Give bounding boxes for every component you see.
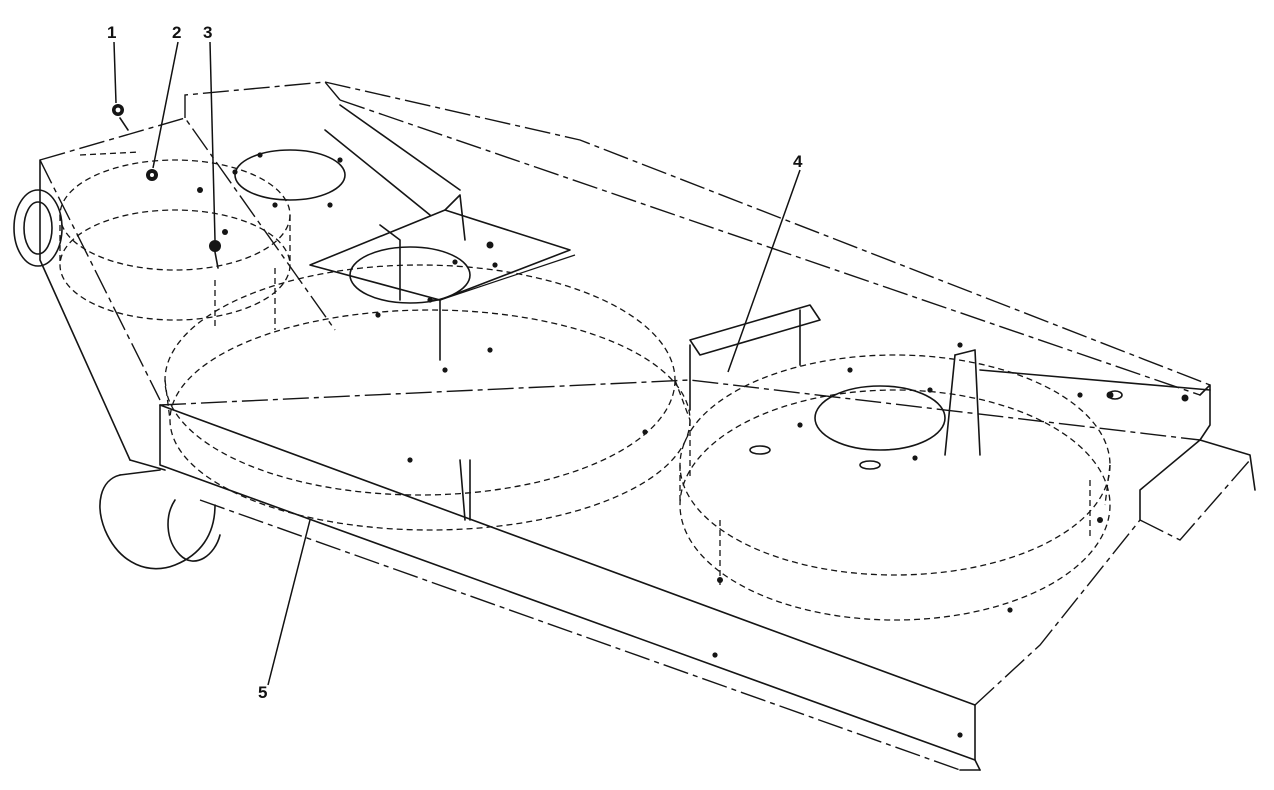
center-mount-bracket: [309, 104, 1211, 521]
deck-left-end-wall: [39, 81, 341, 471]
callout-leaders: [113, 41, 801, 686]
spindle-openings: [234, 149, 946, 451]
part-2-nut: [146, 169, 158, 181]
callout-5: 5: [258, 683, 267, 702]
deck-top-plate: [159, 81, 1211, 441]
callout-3: 3: [203, 23, 212, 42]
blade-housing-left: [59, 151, 291, 321]
bolt-holes: [197, 152, 1189, 738]
deck-bottom-flange: [199, 499, 981, 771]
blade-housing-right: [679, 354, 1111, 621]
callout-labels: 1 2 3 4 5: [107, 23, 803, 702]
callout-4: 4: [793, 152, 803, 171]
blade-housing-center: [164, 264, 691, 531]
callout-2: 2: [172, 23, 181, 42]
spacer-posts: [214, 268, 1091, 585]
deck-front-skirt: [159, 404, 1256, 771]
front-roller: [99, 469, 221, 570]
callout-1: 1: [107, 23, 116, 42]
part-1-bolt: [112, 104, 129, 131]
left-bracket-ring: [13, 189, 63, 267]
part-3-screw: [209, 240, 221, 269]
